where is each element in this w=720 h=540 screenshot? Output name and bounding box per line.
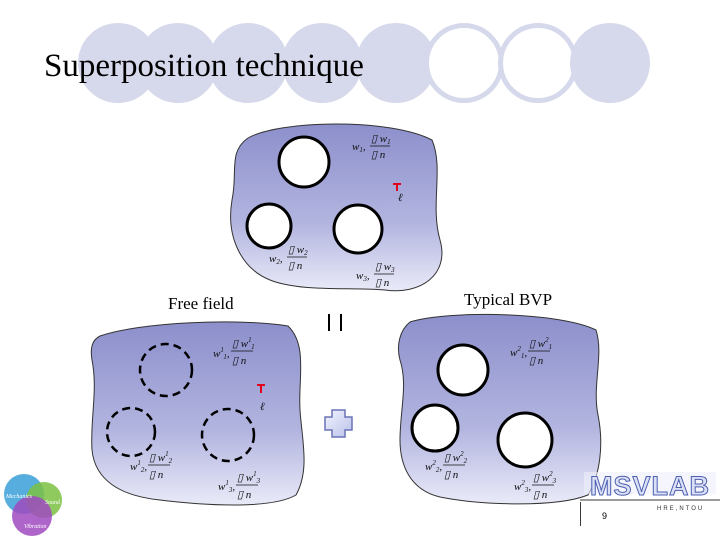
lab-logo-text: MSVLAB: [590, 471, 710, 502]
svg-text:▯ w2: ▯ w2: [288, 244, 308, 257]
decorative-circle: [570, 23, 650, 103]
svg-text:▯ w1: ▯ w1: [371, 133, 391, 146]
svg-text:▯ n: ▯ n: [288, 260, 303, 272]
bvp-hole-2: [410, 403, 460, 453]
svg-text:Sound: Sound: [45, 500, 61, 506]
svg-text:w1,: w1,: [352, 141, 366, 154]
svg-text:▯ n: ▯ n: [529, 355, 544, 367]
svg-text:▯ n: ▯ n: [232, 355, 247, 367]
free-field-hole-1: [138, 342, 194, 398]
research-group-logo: Mechanics Sound Vibration: [4, 474, 62, 536]
svg-text:ℓ: ℓ: [398, 192, 403, 204]
collocation-marker-icon: [257, 384, 265, 393]
slide-title: Superposition technique: [44, 48, 364, 84]
lab-logo-subtext: HRE,NTOU: [657, 506, 705, 512]
svg-text:w2,: w2,: [269, 253, 283, 266]
decorative-circle: [208, 23, 288, 103]
free-field-label: Free field: [168, 294, 234, 313]
svg-text:▯ n: ▯ n: [149, 469, 164, 481]
decorative-ring: [424, 23, 504, 103]
svg-text:▯ n: ▯ n: [444, 469, 459, 481]
svg-text:▯ n: ▯ n: [533, 489, 548, 501]
decorative-circle: [138, 23, 218, 103]
decorative-circle: [282, 23, 362, 103]
top-hole-3: [332, 203, 384, 255]
top-hole-1: [277, 135, 331, 189]
free-field-domain: ℓ w11, ▯ w11 ▯ n w12, ▯ w12 ▯ n w13, ▯ w…: [90, 321, 305, 506]
svg-text:▯ n: ▯ n: [237, 489, 252, 501]
decorative-circle: [356, 23, 436, 103]
equals-sign: [328, 314, 342, 331]
top-hole-2: [245, 202, 293, 250]
free-field-hole-2: [105, 406, 157, 458]
svg-text:Vibration: Vibration: [24, 524, 47, 530]
svg-text:w3,: w3,: [356, 270, 370, 283]
top-domain: ℓ w1, ▯ w1 ▯ n w2, ▯ w2 ▯ n w3, ▯ w3 ▯ n: [230, 123, 443, 292]
svg-text:Mechanics: Mechanics: [5, 494, 33, 500]
svg-text:▯ w3: ▯ w3: [375, 261, 395, 274]
svg-text:ℓ: ℓ: [260, 401, 265, 413]
lab-logo: [579, 470, 720, 526]
typical-bvp-domain: w21, ▯ w21 ▯ n w22, ▯ w22 ▯ n w23, ▯ w23…: [397, 313, 602, 505]
svg-text:▯ n: ▯ n: [375, 277, 390, 289]
plus-sign: [324, 409, 353, 438]
collocation-marker-icon: [393, 183, 401, 191]
svg-text:▯ n: ▯ n: [371, 149, 386, 161]
free-field-hole-3: [200, 407, 256, 463]
page-number: 9: [602, 511, 608, 521]
bvp-hole-1: [436, 343, 490, 397]
typical-bvp-label: Typical BVP: [464, 290, 553, 309]
bvp-hole-3: [496, 411, 554, 469]
